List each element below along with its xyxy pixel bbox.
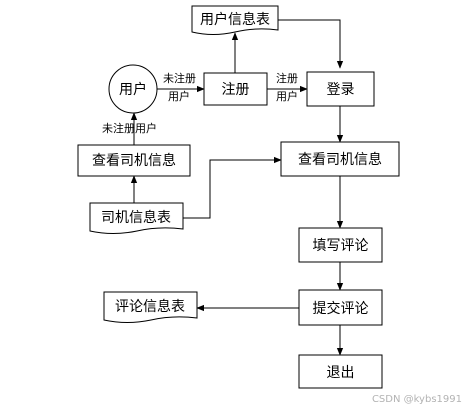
- node-review-info-table-label: 评论信息表: [115, 298, 185, 315]
- edge-label-registered-2: 用户: [276, 89, 298, 103]
- node-login-label: 登录: [327, 82, 355, 98]
- node-user-info-table-label: 用户信息表: [200, 11, 270, 28]
- node-exit: 退出: [298, 354, 383, 389]
- node-driver-info-table-label: 司机信息表: [101, 209, 171, 226]
- node-submit-review-label: 提交评论: [313, 300, 369, 317]
- node-fill-review-label: 填写评论: [313, 238, 369, 254]
- edge-label-registered-1: 注册: [276, 71, 298, 85]
- edge-drivertable-to-viewmain: [183, 156, 282, 219]
- node-review-info-table: 评论信息表: [103, 291, 198, 323]
- edge-label-unregistered-user: 未注册用户: [102, 121, 157, 135]
- node-submit-review: 提交评论: [298, 289, 383, 326]
- node-user-label: 用户: [119, 81, 147, 98]
- watermark: CSDN @kybs1991: [372, 394, 462, 405]
- node-view-driver-info-left: 查看司机信息: [77, 144, 191, 177]
- node-user: 用户: [108, 64, 158, 114]
- node-view-driver-info-main: 查看司机信息: [280, 141, 400, 177]
- node-login: 登录: [306, 71, 375, 107]
- edge-usertable-to-login: [278, 19, 344, 69]
- node-user-info-table: 用户信息表: [191, 5, 279, 35]
- node-fill-review: 填写评论: [298, 227, 383, 263]
- node-exit-label: 退出: [327, 365, 355, 381]
- node-driver-info-table: 司机信息表: [89, 202, 184, 234]
- node-register: 注册: [203, 72, 268, 106]
- node-view-driver-info-main-label: 查看司机信息: [298, 151, 382, 168]
- node-register-label: 注册: [222, 82, 250, 98]
- node-view-driver-info-left-label: 查看司机信息: [92, 152, 176, 169]
- edge-label-unregistered-2: 用户: [168, 89, 190, 103]
- edge-label-unregistered-1: 未注册: [163, 71, 196, 85]
